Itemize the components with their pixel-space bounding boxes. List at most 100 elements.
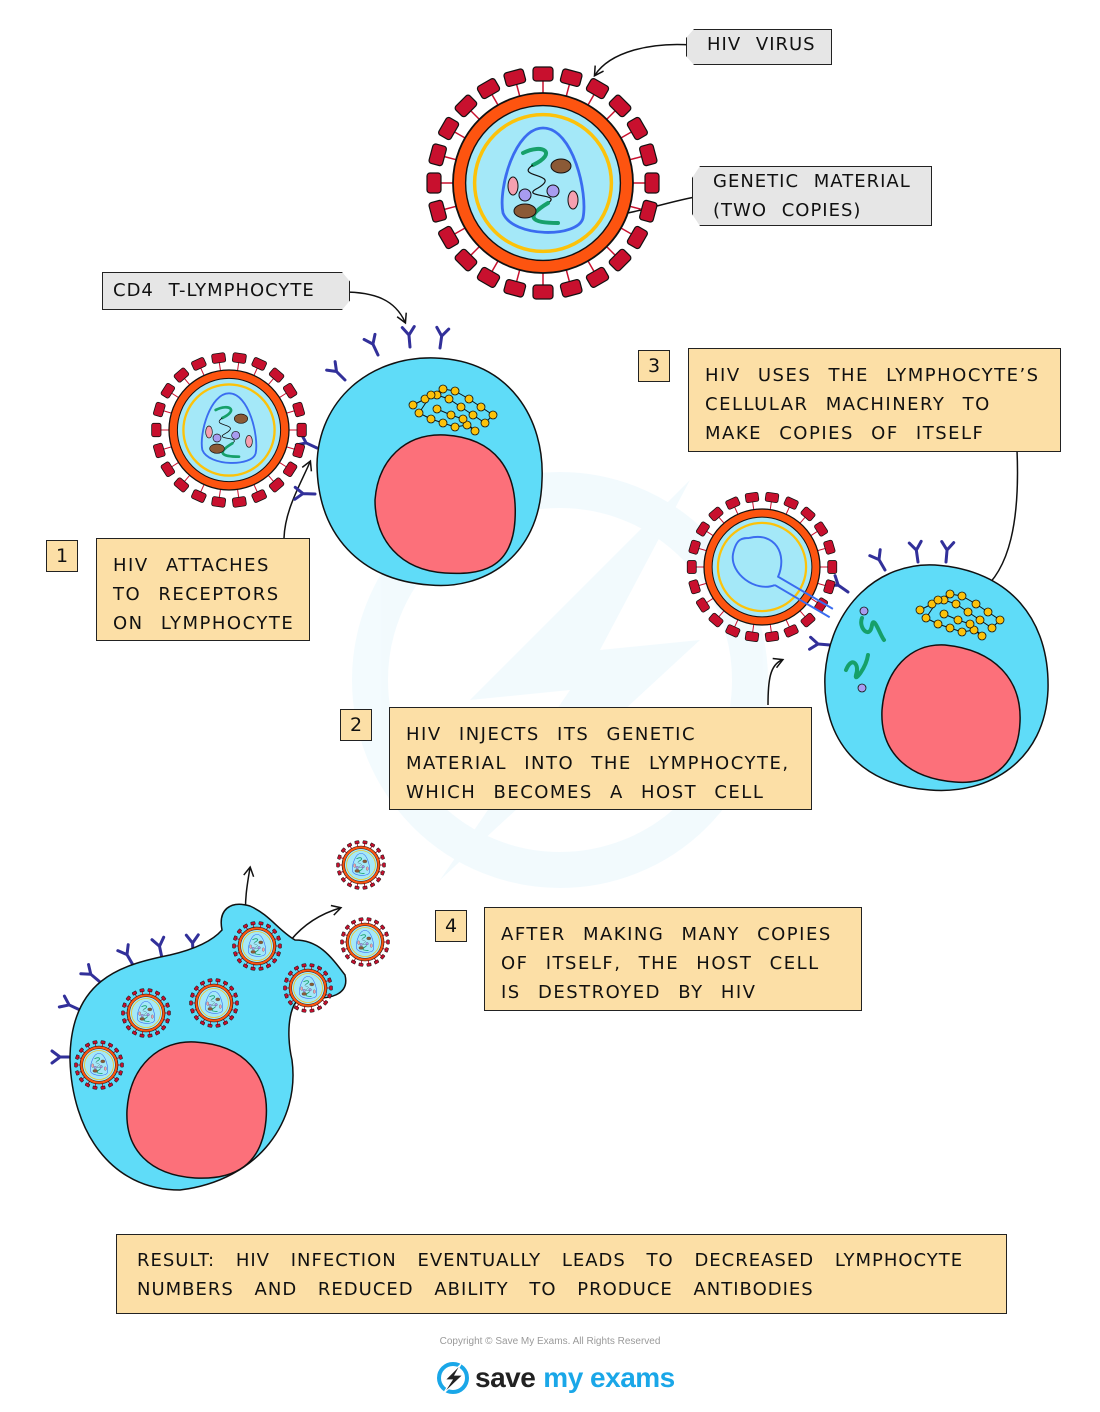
protein [146, 1013, 150, 1017]
glycoprotein-spike [644, 172, 660, 194]
capsid-ring [242, 931, 272, 961]
glycoprotein-spike [139, 988, 145, 993]
spike-stalk [810, 597, 818, 603]
ribosome [953, 615, 963, 625]
step-3-line: CELLULAR MACHINERY TO [705, 394, 991, 415]
spike-stalk [287, 980, 291, 982]
ribosome [957, 627, 967, 637]
spike-stalk [491, 94, 499, 106]
cd4-receptor [57, 994, 82, 1012]
glycoprotein-spike [626, 225, 648, 250]
glycoprotein-spike [287, 970, 293, 976]
glycoprotein-spike [344, 954, 350, 960]
spike-stalk [587, 260, 595, 272]
glycoprotein-spike [341, 931, 346, 937]
spike-stalk [202, 1019, 205, 1022]
save-my-exams-logo[interactable]: save my exams [435, 1358, 675, 1398]
glycoprotein-spike [147, 1033, 153, 1038]
rna-strand [143, 1016, 150, 1022]
ribosome [965, 619, 975, 629]
step-2-line: WHICH BECOMES A HOST CELL [406, 782, 765, 803]
label-cd4-t-lymphocyte: CD4 T-LYMPHOCYTE [102, 272, 350, 310]
capsid-ring [472, 112, 614, 254]
protein [231, 431, 241, 440]
protein [219, 1004, 222, 1009]
capsid [200, 392, 258, 464]
glycoprotein-spike [236, 928, 242, 934]
cd4-receptor-shape [50, 1049, 74, 1065]
glycoprotein-spike [272, 928, 278, 934]
protein [359, 943, 363, 946]
ribosome [957, 591, 967, 601]
ribosome [933, 619, 943, 629]
glycoprotein-spike [354, 885, 360, 890]
spike-stalk [322, 999, 325, 1003]
glycoprotein-spike [191, 357, 207, 371]
protein [361, 865, 365, 869]
spike-stalk [565, 269, 571, 282]
glycoprotein-spike [292, 442, 305, 459]
spike-stalk [629, 155, 642, 161]
glycoprotein-spike [376, 847, 382, 853]
spike-stalk [817, 582, 826, 586]
glycoprotein-spike [242, 923, 249, 929]
protein [208, 1004, 212, 1007]
ribosome [450, 422, 460, 432]
cd4-receptor [293, 485, 317, 501]
glycoprotein-spike [346, 882, 353, 888]
glycoprotein-spike [268, 477, 285, 493]
spike-stalk [470, 110, 480, 120]
rna-strand [221, 441, 241, 459]
rna-strand [531, 201, 560, 225]
enzyme [857, 683, 867, 693]
rna-strand-thin [218, 417, 235, 444]
spike-stalk [344, 876, 347, 880]
step-box-1: HIV ATTACHES TO RECEPTORS ON LYMPHOCYTE [96, 538, 310, 641]
glycoprotein-spike [369, 882, 376, 888]
capsid-injecting [731, 535, 834, 619]
spike-stalk [171, 462, 179, 468]
protein [245, 435, 253, 448]
cd4-receptor-shape [868, 548, 887, 572]
spike-stalk [116, 1071, 120, 1073]
spike-stalk [163, 410, 172, 414]
step-4-line: OF ITSELF, THE HOST CELL [501, 953, 820, 974]
cd4-receptor-shape [57, 994, 82, 1012]
glycoprotein-spike [107, 1042, 114, 1048]
spike-stalk [698, 582, 707, 586]
spike-stalk [113, 1076, 116, 1080]
glycoprotein-spike [165, 1002, 170, 1008]
glycoprotein-spike [438, 225, 460, 250]
glycoprotein-spike [386, 939, 390, 945]
protein [353, 863, 356, 868]
spike-stalk [171, 392, 179, 398]
spike-stalk [279, 462, 287, 468]
spike-stalk [240, 931, 243, 935]
capsid-ring [350, 927, 380, 957]
glycoprotein-spike [744, 631, 760, 643]
ribosome [432, 404, 442, 414]
protein [300, 986, 303, 991]
glycoprotein-spike [362, 885, 368, 890]
glycoprotein-spike [503, 279, 527, 298]
spike-stalk [470, 246, 480, 256]
glycoprotein-spike [426, 172, 442, 194]
glycoprotein-spike [131, 990, 138, 996]
glycoprotein-spike [376, 877, 382, 883]
spike-stalk [325, 980, 329, 982]
label-hiv-virus: HIV VIRUS [686, 29, 832, 65]
result-line: NUMBERS AND REDUCED ABILITY TO PRODUCE A… [137, 1279, 814, 1300]
protein [302, 989, 306, 992]
ribosome [488, 410, 498, 420]
protein [257, 946, 261, 950]
spike-stalk [370, 846, 373, 849]
glycoprotein-spike [122, 1018, 127, 1024]
enzyme [550, 158, 572, 174]
glycoprotein-spike [151, 422, 162, 438]
glycoprotein-spike [153, 401, 166, 418]
spike-stalk [810, 531, 818, 537]
glycoprotein-spike [695, 597, 710, 613]
spike-stalk [197, 1014, 200, 1018]
spike-stalk [454, 131, 466, 139]
spike-stalk [160, 998, 163, 1002]
